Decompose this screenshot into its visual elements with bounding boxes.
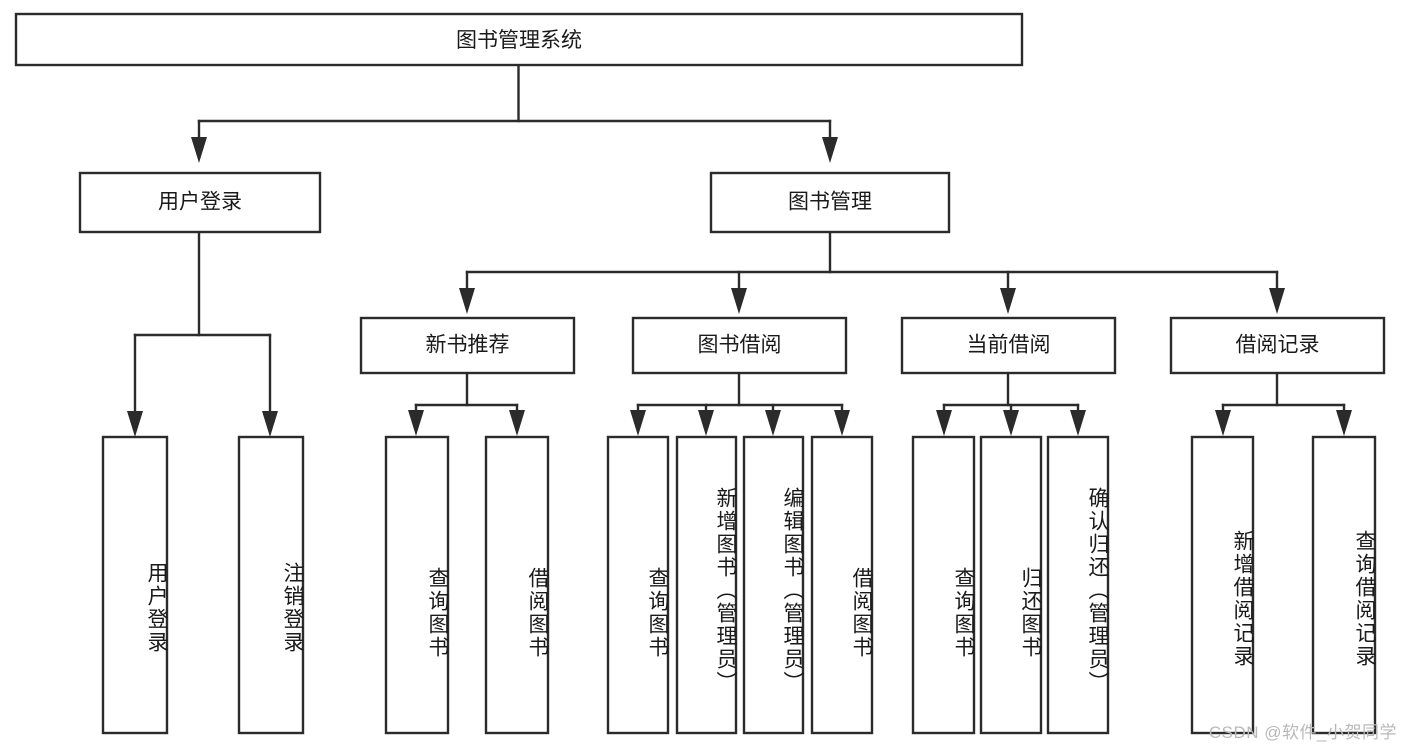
arrow-icon <box>822 137 838 163</box>
node-label-root: 图书管理系统 <box>456 29 582 52</box>
arrow-icon <box>127 411 143 437</box>
node-box-leaf-edit-book[interactable] <box>742 435 805 735</box>
node-box-book-borrow[interactable] <box>631 316 848 375</box>
arrow-icon <box>459 288 475 314</box>
node-box-leaf-query-book-2[interactable] <box>606 435 670 735</box>
node-box-leaf-add-record[interactable] <box>1190 435 1255 735</box>
arrow-icon <box>834 410 850 436</box>
node-box-leaf-user-login[interactable] <box>101 435 169 735</box>
node-box-leaf-add-book[interactable] <box>675 435 738 735</box>
node-box-book-manage[interactable] <box>709 171 951 234</box>
node-box-root[interactable] <box>14 12 1024 67</box>
node-box-leaf-user-logout[interactable] <box>237 435 305 735</box>
arrow-icon <box>1215 410 1231 436</box>
arrow-icon <box>408 410 424 436</box>
node-label-current-borrow: 当前借阅 <box>967 334 1051 357</box>
arrow-icon <box>191 137 207 163</box>
connector-group-root <box>191 63 838 163</box>
arrow-icon <box>936 410 952 436</box>
arrow-icon <box>1000 288 1016 314</box>
arrow-icon <box>1336 410 1352 436</box>
arrow-icon <box>765 410 781 436</box>
arrow-icon <box>262 411 278 437</box>
node-borrow-record[interactable]: 借阅记录 <box>1169 316 1386 375</box>
arrow-icon <box>630 410 646 436</box>
node-label-borrow-record: 借阅记录 <box>1236 334 1320 357</box>
node-box-current-borrow[interactable] <box>900 316 1117 375</box>
connector-group-current-borrow <box>936 371 1086 436</box>
connector-group-new-book <box>408 371 525 436</box>
connector-group-book-borrow <box>630 371 850 436</box>
node-box-new-book-recommend[interactable] <box>359 316 576 375</box>
node-book-manage[interactable]: 图书管理 <box>709 171 951 234</box>
node-book-borrow[interactable]: 图书借阅 <box>631 316 848 375</box>
node-label-user-login: 用户登录 <box>158 191 242 214</box>
node-box-leaf-query-book-1[interactable] <box>384 435 450 735</box>
node-new-book-recommend[interactable]: 新书推荐 <box>359 316 576 375</box>
node-box-leaf-return-book[interactable] <box>979 435 1043 735</box>
node-box-leaf-query-book-3[interactable] <box>911 435 976 735</box>
node-box-user-login[interactable] <box>78 171 322 234</box>
connector-group-borrow-record <box>1215 371 1352 436</box>
node-label-book-manage: 图书管理 <box>788 191 872 214</box>
node-label-new-book-recommend: 新书推荐 <box>426 334 510 357</box>
connector-group-user-login <box>127 230 278 437</box>
arrow-icon <box>698 410 714 436</box>
node-box-leaf-borrow-book-1[interactable] <box>484 435 550 735</box>
arrow-icon <box>1003 410 1019 436</box>
node-box-leaf-borrow-book-2[interactable] <box>810 435 874 735</box>
node-current-borrow[interactable]: 当前借阅 <box>900 316 1117 375</box>
node-user-login[interactable]: 用户登录 <box>78 171 322 234</box>
arrow-icon <box>731 288 747 314</box>
arrow-icon <box>509 410 525 436</box>
node-box-leaf-query-record[interactable] <box>1311 435 1377 735</box>
node-box-leaf-confirm-return[interactable] <box>1046 435 1110 735</box>
arrow-icon <box>1070 410 1086 436</box>
watermark-text: CSDN @软件_小贺同学 <box>1208 723 1397 742</box>
node-root-system[interactable]: 图书管理系统 <box>14 12 1024 67</box>
node-box-borrow-record[interactable] <box>1169 316 1386 375</box>
node-label-book-borrow: 图书借阅 <box>698 334 782 357</box>
arrow-icon <box>1269 288 1285 314</box>
connector-group-book-manage <box>459 230 1285 314</box>
